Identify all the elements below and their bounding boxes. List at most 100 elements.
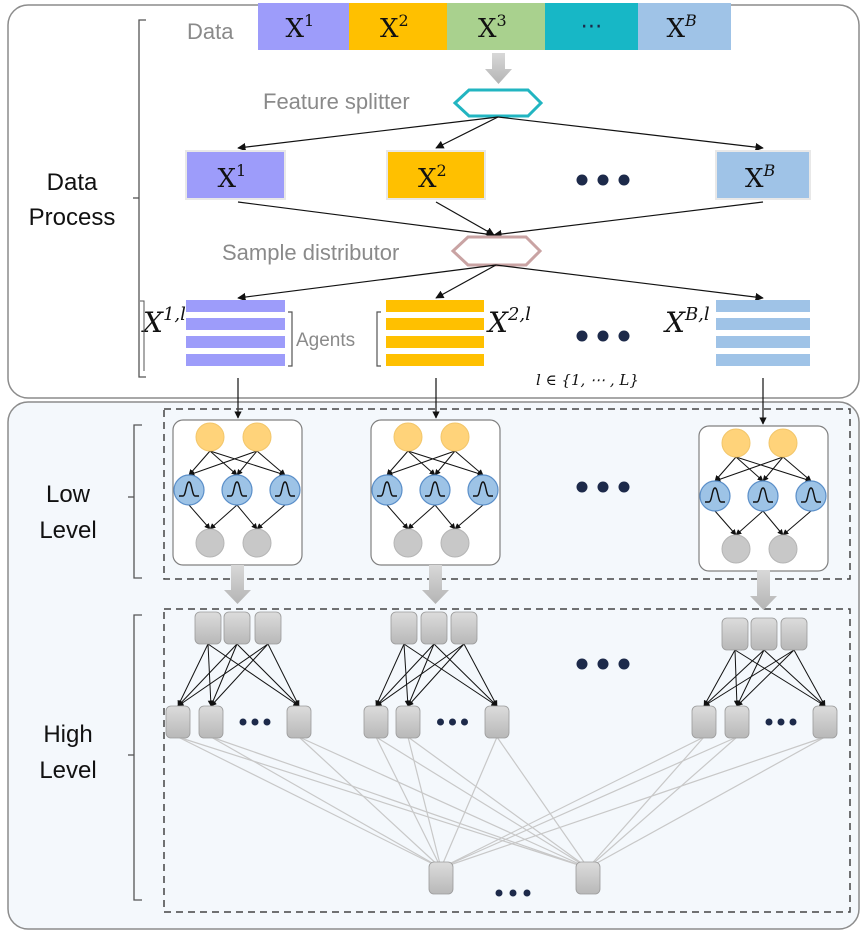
output-node (440, 528, 470, 558)
data-block-3 (447, 3, 545, 50)
low-level-network-1 (172, 419, 303, 566)
small-ellipsis-dot (789, 718, 797, 726)
agent-bar-3-3 (716, 336, 810, 348)
high-level-networks (165, 611, 838, 739)
sample-distributor-label: Sample distributor (222, 240, 399, 265)
input-node (768, 428, 798, 458)
high-ellipsis-dots (576, 658, 630, 670)
feature-block-label-1: X1 (218, 161, 247, 194)
agent-ellipsis-dots (576, 330, 630, 342)
hidden-node (371, 474, 403, 506)
output-ellipsis-dot (495, 889, 503, 897)
dist-in-arrow-2 (435, 201, 495, 236)
hidden-node (269, 474, 301, 506)
high-node-bottom (198, 705, 224, 739)
feature-block-label-3: XB (745, 161, 776, 194)
high-node-top (450, 611, 478, 645)
data-to-splitter-arrow (485, 53, 512, 84)
input-node (195, 422, 225, 452)
agents-bracket-left (288, 311, 293, 367)
gaussian-icon (275, 481, 295, 497)
feature-block-2 (386, 150, 486, 200)
dist-in-arrow-1 (237, 201, 495, 239)
high-node-top (223, 611, 251, 645)
small-ellipsis-dot (461, 718, 468, 726)
sample-distributor-icon (450, 235, 543, 267)
output-node (393, 528, 423, 558)
agent-arrow-b (495, 264, 764, 302)
agent-bar-1-3 (186, 336, 285, 348)
low-high-arrow-b (750, 570, 777, 610)
high-node-top (780, 617, 808, 651)
high-node-top (254, 611, 282, 645)
high-node-top (420, 611, 448, 645)
feature-splitter-label: Feature splitter (263, 89, 410, 114)
agent-label-3: XB,l (663, 304, 710, 339)
data-block-label-2: X2 (380, 11, 409, 44)
data-block-5 (638, 3, 731, 50)
agent-bar-1-1 (186, 300, 285, 312)
high-level-output-links (177, 736, 826, 869)
agent-bar-2-2 (386, 318, 484, 330)
high-node-top (194, 611, 222, 645)
feature-block-1 (185, 150, 286, 200)
section-label-level-low: Level (39, 517, 96, 544)
agent-bar-3-2 (716, 318, 810, 330)
high-level-network-3 (691, 617, 838, 739)
high-node-bottom (484, 705, 510, 739)
gaussian-icon (425, 481, 445, 497)
gaussian-icon (179, 481, 199, 497)
high-node-bottom (395, 705, 421, 739)
hidden-node (221, 474, 253, 506)
hidden-node (747, 480, 779, 512)
feature-blocks: X1 X2 XB (185, 150, 811, 200)
high-level-network-2 (363, 611, 510, 739)
gaussian-icon (705, 487, 725, 503)
data-label: Data (187, 19, 234, 44)
low-high-arrow-1 (224, 565, 251, 604)
data-block-label-1: X1 (286, 11, 315, 44)
data-block-2 (349, 3, 447, 50)
small-ellipsis-dot (239, 718, 247, 726)
small-ellipsis-dot (437, 718, 444, 726)
low-ellipsis-dots (576, 481, 630, 493)
high-node-top (750, 617, 778, 651)
feature-ellipsis-dots (576, 174, 630, 186)
gaussian-icon (801, 487, 821, 503)
feature-splitter-icon (452, 88, 544, 118)
low-level-frame (163, 408, 851, 580)
data-block-1 (258, 3, 349, 50)
agent-bar-2-1 (386, 300, 484, 312)
l-range-label: l ∈ {1, ⋯ , L} (536, 371, 639, 389)
small-ellipsis-dot (251, 718, 259, 726)
gaussian-icon (473, 481, 493, 497)
agent-bar-3-4 (716, 354, 810, 366)
section-label-process: Process (29, 204, 116, 231)
high-node-top (390, 611, 418, 645)
high-node-top (721, 617, 749, 651)
agent-arrow-2 (435, 264, 497, 299)
input-node (242, 422, 272, 452)
low-high-arrow-2 (422, 565, 449, 604)
small-ellipsis-dot (777, 718, 785, 726)
agents-bracket-right (376, 311, 381, 367)
output-node (242, 528, 272, 558)
high-level-frame (163, 608, 851, 913)
high-node-bottom (724, 705, 750, 739)
feature-block-label-2: X2 (418, 161, 447, 194)
agent-bar-1-4 (186, 354, 285, 366)
gaussian-icon (377, 481, 397, 497)
gaussian-icon (227, 481, 247, 497)
split-arrow-b (497, 116, 764, 152)
agent-arrow-1 (237, 264, 497, 302)
data-block-label-5: XB (667, 11, 698, 44)
low-level-network-3 (698, 425, 829, 572)
input-node (440, 422, 470, 452)
feature-block-3 (715, 150, 811, 200)
agent-label-1: X1,l (141, 304, 186, 339)
output-ellipsis-dot (523, 889, 531, 897)
high-node-bottom (691, 705, 717, 739)
